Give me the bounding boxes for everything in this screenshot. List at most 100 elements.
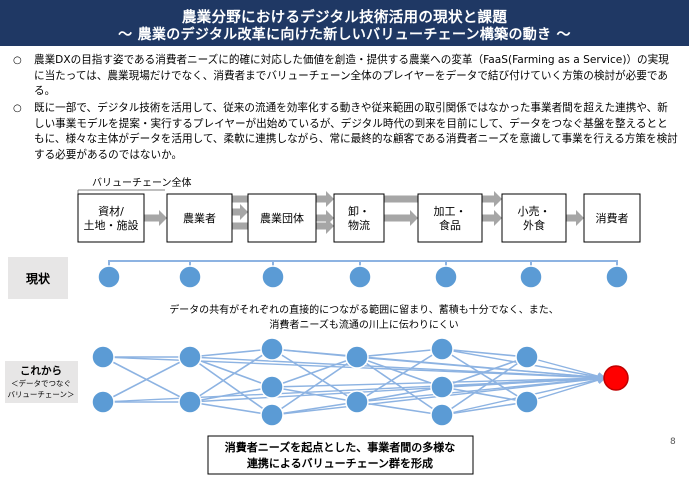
- current-link: [189, 260, 274, 277]
- bullet-paragraph-1: ○ 農業DXの目指す姿である消費者ニーズに的確に対応した価値を創造・提供する農業…: [13, 53, 678, 100]
- future-link: [441, 356, 528, 416]
- current-node: [605, 265, 629, 289]
- current-node: [261, 265, 285, 289]
- chain-box-label: 農業団体: [260, 211, 304, 225]
- arrow-materials-farmer: [144, 210, 167, 226]
- chain-box-2: 農業団体: [247, 193, 317, 243]
- page-number: 8: [670, 437, 676, 447]
- future-link: [102, 356, 191, 403]
- bullet-text: 既に一部で、デジタル技術を活用して、従来の流通を効率化する動きや従来範囲の取引関…: [34, 102, 678, 161]
- future-node: [515, 345, 539, 369]
- current-link: [108, 260, 191, 277]
- future-node: [345, 345, 369, 369]
- future-node: [178, 345, 202, 369]
- current-note-line-1: データの共有がそれぞれの直接的につながる範囲に留まり、蓄積も十分でなく、また、: [169, 303, 559, 316]
- bullet-marker: ○: [13, 55, 22, 66]
- page-title: 農業分野におけるデジタル技術活用の現状と課題: [181, 10, 508, 26]
- value-chain-span-line: [77, 189, 165, 194]
- future-sublabel-1: ＜データでつなぐ: [11, 378, 71, 388]
- chain-box-6: 消費者: [583, 193, 641, 243]
- future-link: [189, 356, 273, 388]
- future-link: [441, 348, 528, 358]
- value-chain-label: バリューチェーン全体: [92, 176, 192, 189]
- future-node: [91, 345, 115, 369]
- future-node: [430, 375, 454, 399]
- bullet-text: 農業DXの目指す姿である消費者ニーズに的確に対応した価値を創造・提供する農業への…: [34, 54, 669, 97]
- chain-box-label: 加工・: [434, 205, 467, 218]
- chain-box-3: 卸・物流: [333, 193, 385, 243]
- future-link: [189, 386, 273, 403]
- current-link: [272, 260, 361, 277]
- current-node: [519, 265, 543, 289]
- future-node: [260, 403, 284, 427]
- arrow-processing-retail: [482, 210, 502, 226]
- future-node: [430, 403, 454, 427]
- chain-box-5: 小売・外食: [501, 193, 567, 243]
- future-node: [260, 337, 284, 361]
- future-link: [356, 348, 443, 358]
- future-node: [260, 375, 284, 399]
- current-node: [178, 265, 202, 289]
- future-node: [345, 390, 369, 414]
- current-link: [445, 260, 532, 277]
- future-link: [441, 348, 528, 403]
- arrow-retail-consumer: [566, 210, 584, 226]
- header: 農業分野におけるデジタル技術活用の現状と課題 ～ 農業のデジタル改革に向けた新し…: [0, 0, 689, 46]
- bullet-marker: ○: [13, 103, 22, 114]
- conclusion-box: 消費者ニーズを起点とした、事業者間の多様な 連携によるバリューチェーン群を形成: [207, 435, 474, 475]
- future-network: [91, 337, 629, 427]
- future-link-to-consumer: [356, 374, 607, 403]
- future-link: [189, 356, 273, 416]
- future-link: [356, 386, 443, 403]
- future-sublabel-2: バリューチェーン＞: [7, 390, 74, 399]
- current-link: [530, 260, 618, 277]
- current-node: [97, 265, 121, 289]
- future-node: [430, 337, 454, 361]
- future-link-to-consumer: [526, 356, 607, 381]
- chain-boxes: 資材/土地・施設農業者農業団体卸・物流加工・食品小売・外食消費者: [77, 193, 641, 243]
- arrow-wholesale-processing: [384, 210, 418, 226]
- chain-box-label: 物流: [348, 218, 370, 232]
- consumer-node: [603, 365, 629, 391]
- future-link-to-consumer: [526, 376, 607, 403]
- future-link-to-consumer: [356, 356, 607, 382]
- future-node: [91, 390, 115, 414]
- chain-box-label: 小売・: [518, 205, 551, 218]
- current-link: [359, 260, 447, 277]
- future-label-box: これから ＜データでつなぐ バリューチェーン＞: [5, 361, 78, 403]
- current-node: [348, 265, 372, 289]
- current-network: [97, 260, 629, 289]
- future-link: [189, 348, 273, 358]
- chain-box-label: 資材/: [98, 204, 124, 218]
- future-node: [515, 390, 539, 414]
- future-node: [178, 390, 202, 414]
- current-node: [434, 265, 458, 289]
- chain-box-4: 加工・食品: [417, 193, 483, 243]
- chain-box-0: 資材/土地・施設: [77, 193, 145, 243]
- future-link: [189, 401, 273, 416]
- conclusion-line-2: 連携によるバリューチェーン群を形成: [247, 456, 433, 470]
- future-link-to-consumer: [189, 356, 607, 382]
- future-link: [189, 348, 273, 403]
- future-label: これから: [20, 365, 62, 377]
- page-subtitle: ～ 農業のデジタル改革に向けた新しいバリューチェーン構築の動き ～: [118, 27, 571, 43]
- current-label: 現状: [26, 271, 51, 286]
- chain-box-label: 外食: [523, 218, 545, 232]
- bullet-paragraph-2: ○ 既に一部で、デジタル技術を活用して、従来の流通を効率化する動きや従来範囲の取…: [13, 101, 678, 163]
- future-link: [356, 348, 443, 403]
- chain-box-label: 農業者: [183, 211, 216, 225]
- future-link: [271, 356, 358, 388]
- chain-box-1: 農業者: [166, 193, 233, 243]
- current-label-box: 現状: [8, 257, 68, 299]
- conclusion-line-1: 消費者ニーズを起点とした、事業者間の多様な: [225, 440, 455, 454]
- chain-box-label: 卸・: [348, 204, 370, 218]
- future-link-to-consumer: [441, 374, 607, 388]
- chain-box-label: 土地・施設: [84, 218, 139, 232]
- future-link: [441, 401, 528, 416]
- chain-box-label: 食品: [439, 218, 461, 232]
- current-note-line-2: 消費者ニーズも流通の川上に伝わりにくい: [269, 318, 458, 331]
- future-link: [356, 356, 443, 388]
- chain-box-label: 消費者: [596, 211, 629, 225]
